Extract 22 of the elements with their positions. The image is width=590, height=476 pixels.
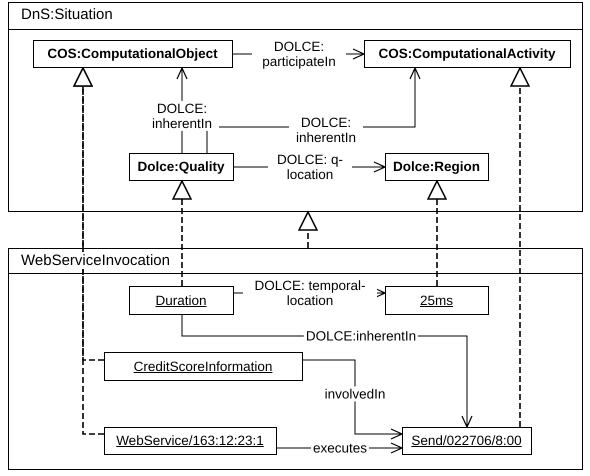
class-box: COS:ComputationalActivity <box>364 40 570 68</box>
generalization-arrow <box>172 180 192 286</box>
generalization-arrow <box>427 180 447 286</box>
generalization-arrow <box>510 67 530 427</box>
association-arrow <box>302 360 403 440</box>
edge-label: DOLCE: participateIn <box>252 38 346 70</box>
generalization-arrow <box>298 211 318 248</box>
instance-box: CreditScoreInformation <box>104 352 302 380</box>
frame-title: WebServiceInvocation <box>21 252 170 269</box>
edge-label: DOLCE: inherentIn <box>289 114 363 146</box>
edge-label: DOLCE:inherentIn <box>304 328 418 344</box>
edge-label: DOLCE: q-location <box>268 152 352 182</box>
edge-label: involvedIn <box>322 386 388 402</box>
generalization-arrow <box>73 67 104 361</box>
instance-box: Duration <box>128 286 234 314</box>
instance-box: 25ms <box>384 286 488 314</box>
class-box: Dolce:Region <box>384 152 488 180</box>
instance-box: WebService/163:12:23:1 <box>104 426 276 454</box>
edge-label: DOLCE: temporal-location <box>243 278 377 308</box>
class-box: COS:ComputationalObject <box>32 40 232 68</box>
class-box: Dolce:Quality <box>128 152 234 180</box>
instance-box: Send/022706/8:00 <box>402 426 532 454</box>
